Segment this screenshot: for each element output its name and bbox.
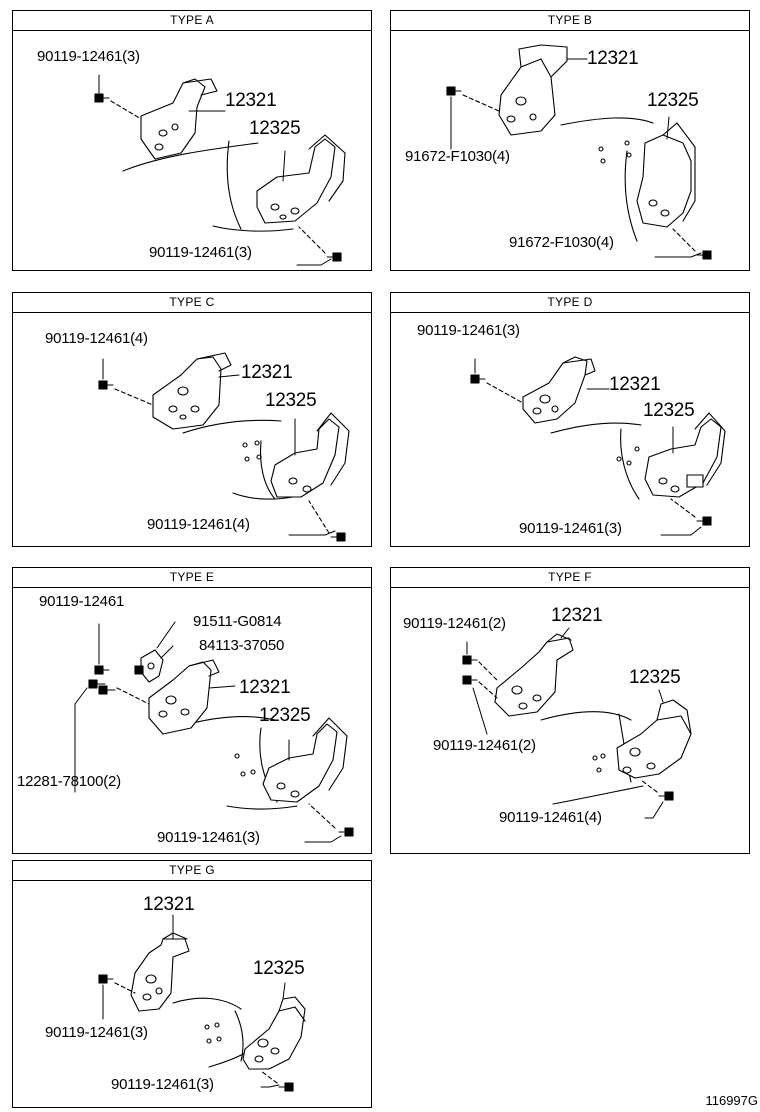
callout-bolt-small: 91511-G0814	[193, 613, 282, 630]
panel-title: TYPE F	[391, 568, 749, 588]
callout-part-lower: 12325	[259, 705, 311, 726]
callout-part-upper: 12321	[143, 894, 195, 915]
callout-bolt-bottom: 90119-12461(3)	[111, 1076, 214, 1093]
callout-bolt-top: 90119-12461(2)	[403, 615, 506, 632]
engine-mounting-bracket-drawing	[74, 621, 354, 843]
callout-part-upper: 12321	[225, 90, 277, 111]
callout-bolt-top: 90119-12461(3)	[45, 1024, 148, 1041]
callout-bolt-top: 90119-12461	[39, 593, 125, 610]
callout-bolt-bottom: 90119-12461(3)	[519, 520, 622, 537]
callout-stud: 12281-78100(2)	[17, 773, 121, 790]
panel-title: TYPE D	[391, 293, 749, 313]
callout-part-upper: 12321	[551, 605, 603, 626]
panel-title: TYPE A	[13, 11, 371, 31]
callout-part-lower: 12325	[253, 958, 305, 979]
callout-bolt-top: 91672-F1030(4)	[405, 148, 510, 165]
callout-part-lower: 12325	[647, 90, 699, 111]
panel-type-d: TYPE D 90119-12461(3) 12321 12325 90119-…	[390, 292, 750, 547]
panel-type-e: TYPE E 90119-12461 91511-	[12, 567, 372, 854]
callout-plate: 84113-37050	[199, 637, 285, 654]
callout-part-upper: 12321	[241, 362, 293, 383]
engine-mounting-bracket-drawing	[98, 352, 350, 542]
callout-bolt-top: 90119-12461(3)	[37, 48, 140, 65]
panel-title: TYPE C	[13, 293, 371, 313]
callout-part-upper: 12321	[587, 48, 639, 69]
engine-mounting-bracket-drawing	[98, 914, 306, 1092]
callout-bolt-top: 90119-12461(4)	[45, 330, 148, 347]
panel-type-c: TYPE C 90119-12461(4) 12321 12325 90119-…	[12, 292, 372, 547]
callout-bolt-bottom: 91672-F1030(4)	[509, 234, 614, 251]
panel-type-g: TYPE G 12321 12325 90119-12461(3) 90119-…	[12, 860, 372, 1108]
callout-part-lower: 12325	[249, 118, 301, 139]
panel-type-f: TYPE F 90119-12461(2) 12321 12325 90119-…	[390, 567, 750, 854]
callout-bolt-mid: 90119-12461(2)	[433, 737, 536, 754]
panel-title: TYPE E	[13, 568, 371, 588]
engine-mounting-bracket-drawing	[446, 44, 712, 260]
callout-bolt-bottom: 90119-12461(3)	[149, 244, 252, 261]
panel-type-a: TYPE A 90119-12461(3) 12321 12325 90119-…	[12, 10, 372, 271]
panel-title: TYPE B	[391, 11, 749, 31]
illustration-code: 116997G	[705, 1093, 758, 1108]
panel-title: TYPE G	[13, 861, 371, 881]
callout-part-upper: 12321	[609, 374, 661, 395]
callout-part-lower: 12325	[643, 400, 695, 421]
callout-part-upper: 12321	[239, 677, 291, 698]
callout-part-lower: 12325	[265, 390, 317, 411]
callout-part-lower: 12325	[629, 667, 681, 688]
engine-mounting-bracket-drawing	[470, 356, 726, 536]
callout-bolt-bottom: 90119-12461(4)	[499, 809, 602, 826]
engine-mounting-bracket-drawing	[462, 627, 692, 819]
engine-mounting-bracket-drawing	[94, 74, 346, 266]
panel-type-b: TYPE B 12321 12325 91672-F1030(4) 91672-…	[390, 10, 750, 271]
callout-bolt-top: 90119-12461(3)	[417, 322, 520, 339]
callout-bolt-bottom: 90119-12461(4)	[147, 516, 250, 533]
callout-bolt-bottom: 90119-12461(3)	[157, 829, 260, 846]
